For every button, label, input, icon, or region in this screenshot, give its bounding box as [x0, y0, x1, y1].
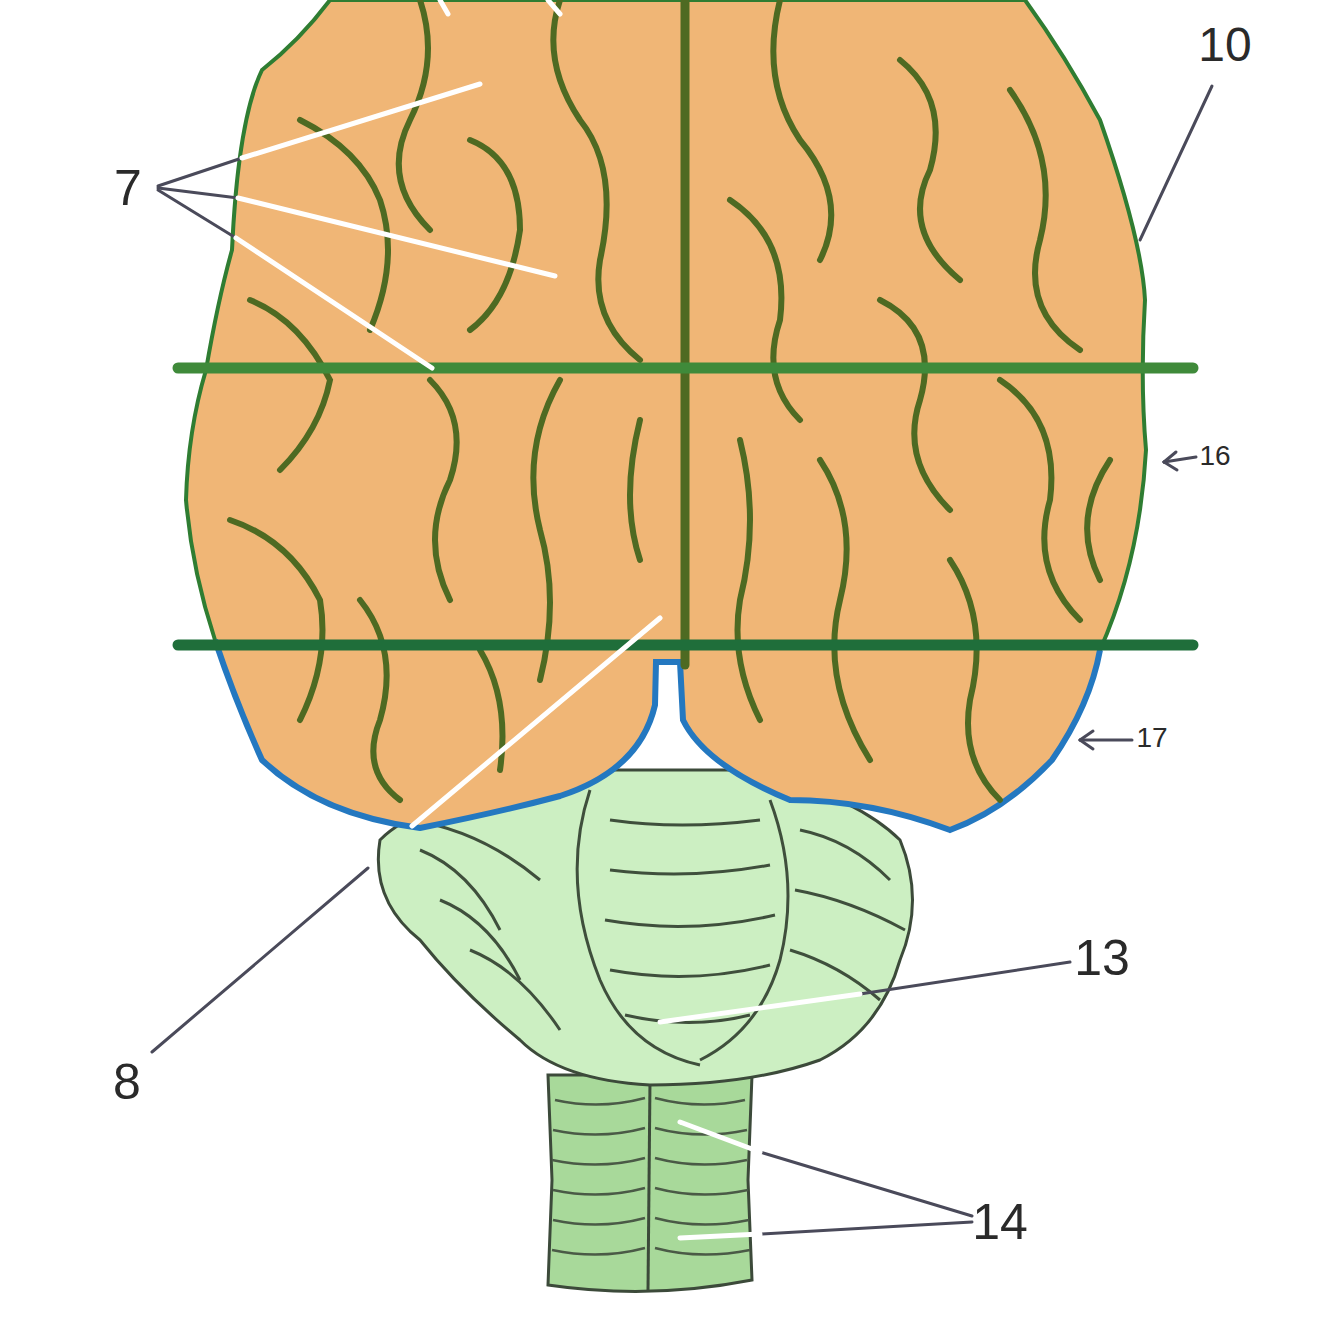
- leader-lines: [152, 0, 1212, 1238]
- callout-number: 13: [1074, 933, 1130, 983]
- callout-number: 16: [1199, 442, 1230, 470]
- cerebrum: [178, 0, 1193, 830]
- callout-number: 7: [114, 163, 142, 213]
- callout-number: 10: [1198, 21, 1251, 69]
- callout-number: 8: [113, 1057, 141, 1107]
- callout-number: 17: [1136, 724, 1167, 752]
- brainstem: [548, 1075, 752, 1291]
- callout-number: 14: [972, 1197, 1028, 1247]
